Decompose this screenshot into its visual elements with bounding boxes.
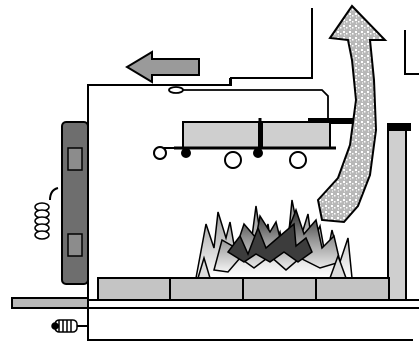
- smoke-arrow-icon: [316, 4, 388, 224]
- damper-rod: [168, 86, 329, 118]
- ash-door-handle-icon: [51, 319, 88, 333]
- spring-handle-icon: [34, 187, 59, 240]
- hearth-base: [11, 297, 419, 309]
- side-door-panel: [61, 121, 89, 285]
- flame-icon: [195, 199, 353, 279]
- left-arrow-icon: [125, 50, 200, 84]
- brick-hearth: [97, 277, 390, 301]
- right-column: [387, 123, 411, 301]
- log-rack: [153, 118, 336, 169]
- chimney: [87, 8, 419, 341]
